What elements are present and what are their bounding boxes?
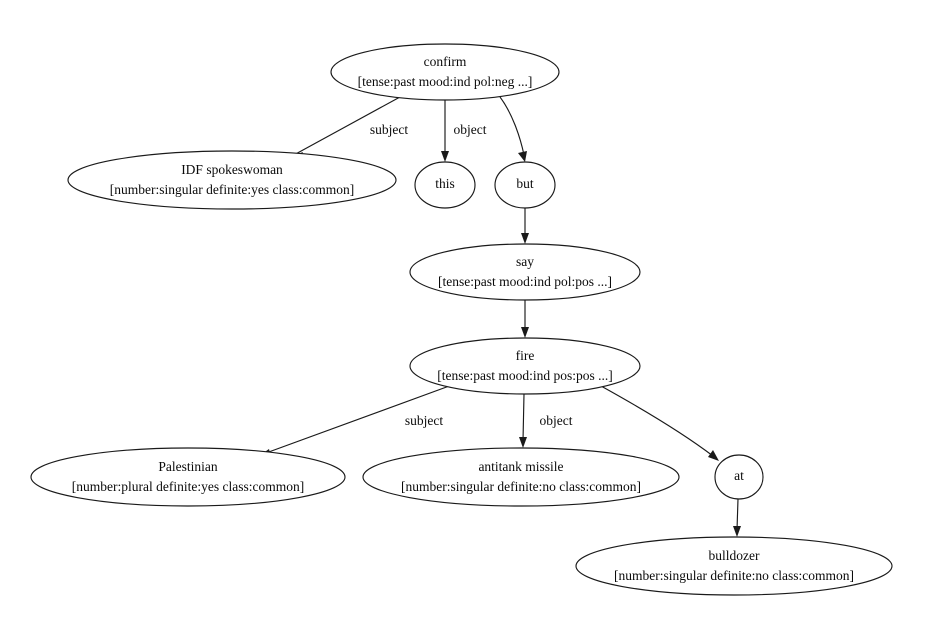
edge-label: object (540, 413, 573, 428)
node-say[interactable]: say [tense:past mood:ind pol:pos ...] (409, 243, 641, 301)
node-layer: confirm [tense:past mood:ind pol:neg ...]… (30, 43, 893, 596)
edge-fire-to-antitank-missile: object (519, 393, 573, 448)
edge-fire-to-at (600, 385, 719, 461)
node-shape (67, 150, 397, 210)
node-title: fire (516, 348, 535, 363)
node-title: Palestinian (158, 459, 217, 474)
arrowhead-icon (733, 526, 741, 537)
edge-line (291, 96, 401, 157)
node-features: [number:singular definite:yes class:comm… (110, 182, 354, 197)
edge-confirm-to-this: object (441, 100, 487, 162)
node-title: bulldozer (709, 548, 760, 563)
edge-label: object (454, 122, 487, 137)
node-title: antitank missile (478, 459, 563, 474)
node-features: [tense:past mood:ind pol:pos ...] (438, 274, 612, 289)
node-at[interactable]: at (714, 454, 764, 500)
edge-line (265, 384, 453, 454)
edge-but-to-say (521, 208, 529, 244)
edge-at-to-bulldozer (733, 498, 741, 537)
edge-line (736, 498, 739, 531)
node-title: IDF spokeswoman (181, 162, 283, 177)
node-fire[interactable]: fire [tense:past mood:ind pos:pos ...] (409, 337, 641, 395)
node-features: [tense:past mood:ind pos:pos ...] (437, 368, 613, 383)
arrowhead-icon (518, 151, 527, 162)
node-shape (30, 447, 346, 507)
edge-label: subject (370, 122, 408, 137)
node-features: [number:singular definite:no class:commo… (401, 479, 641, 494)
edge-label: subject (405, 413, 443, 428)
node-confirm[interactable]: confirm [tense:past mood:ind pol:neg ...] (330, 43, 560, 101)
edge-confirm-to-but (499, 96, 527, 162)
node-title: confirm (424, 54, 467, 69)
node-shape (409, 337, 641, 395)
edge-line (600, 385, 714, 457)
node-title: say (516, 254, 534, 269)
node-features: [tense:past mood:ind pol:neg ...] (358, 74, 533, 89)
node-shape (409, 243, 641, 301)
node-antitank-missile[interactable]: antitank missile [number:singular definit… (362, 447, 680, 507)
node-shape (714, 454, 764, 500)
node-palestinian[interactable]: Palestinian [number:plural definite:yes c… (30, 447, 346, 507)
node-shape (414, 161, 476, 209)
edge-line (499, 96, 525, 156)
edge-line (522, 393, 525, 442)
node-title: at (734, 468, 744, 483)
node-but[interactable]: but (494, 161, 556, 209)
node-title: but (516, 176, 534, 191)
edge-say-to-fire (521, 300, 529, 338)
node-features: [number:singular definite:no class:commo… (614, 568, 854, 583)
edge-layer: subject object subject object (259, 96, 741, 537)
arrowhead-icon (521, 327, 529, 338)
arrowhead-icon (441, 151, 449, 162)
arrowhead-icon (521, 233, 529, 244)
node-shape (494, 161, 556, 209)
node-title: this (435, 176, 455, 191)
node-this[interactable]: this (414, 161, 476, 209)
arrowhead-icon (519, 437, 527, 448)
node-shape (575, 536, 893, 596)
node-idf-spokeswoman[interactable]: IDF spokeswoman [number:singular definite… (67, 150, 397, 210)
arrowhead-icon (708, 450, 719, 461)
node-shape (362, 447, 680, 507)
node-shape (330, 43, 560, 101)
node-bulldozer[interactable]: bulldozer [number:singular definite:no cl… (575, 536, 893, 596)
node-features: [number:plural definite:yes class:common… (72, 479, 304, 494)
